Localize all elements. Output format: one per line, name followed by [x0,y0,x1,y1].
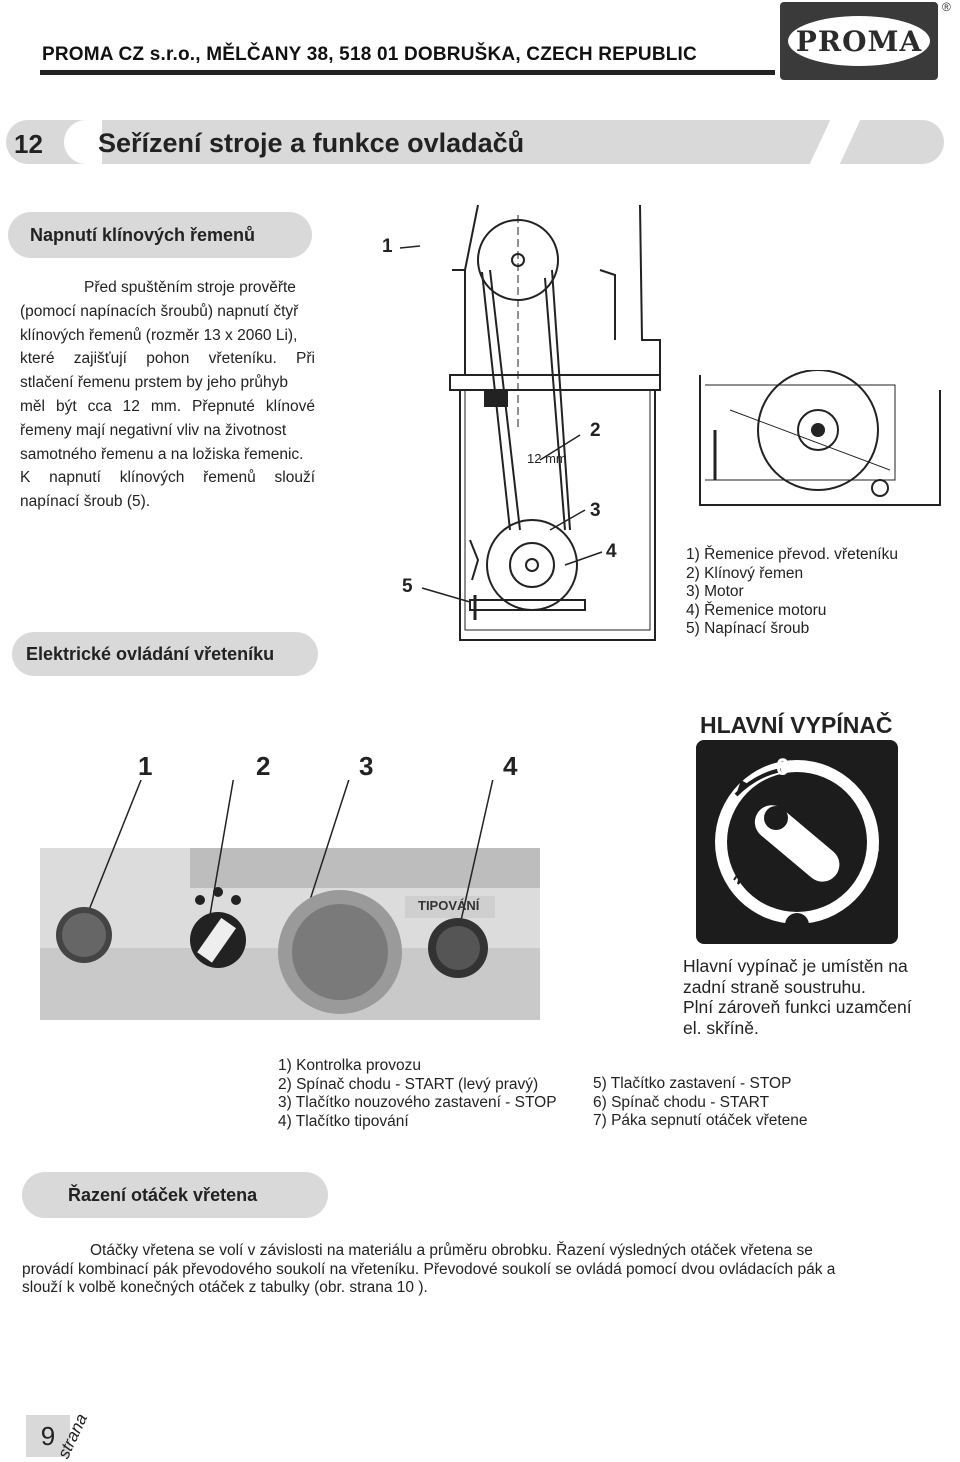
paragraph-line: které zajišťují pohon vřeteníku. Při [20,350,315,368]
section-heading-spindle-speed: Řazení otáček vřetena [22,1172,328,1218]
belt-tension-paragraph: Před spuštěním stroje prověřte (pomocí n… [20,276,315,514]
paragraph-line: Před spuštěním stroje prověřte [84,279,296,296]
legend-item: 3) Motor [686,583,744,600]
callout-2: 2 [590,420,601,441]
belt-figure-legend: 1) Řemenice převod. vřeteníku 2) Klínový… [686,546,898,639]
control-panel-photo [40,780,540,1020]
panel-callout-4: 4 [503,751,518,781]
section-heading-belt-tension: Napnutí klínových řemenů [8,212,312,258]
panel-jog-label: TIPOVÁNÍ [418,898,480,913]
panel-callout-1: 1 [138,751,153,781]
logo-text: PROMA [795,24,923,58]
callout-1: 1 [382,236,393,257]
legend-item: 4) Řemenice motoru [686,601,827,619]
header-rule [40,70,775,75]
controls-legend-right: 5) Tlačítko zastavení - STOP 6) Spínač c… [593,1075,808,1131]
main-switch-off-label: 0 [776,754,790,781]
paragraph-line: klínových řemenů (rozměr 13 x 2060 Li), [20,326,298,344]
paragraph-line: řemeny mají negativní vliv na životnost [20,421,287,439]
legend-item: 1) Řemenice převod. vřeteníku [686,546,898,563]
paragraph-line: napínací šroub (5). [20,493,151,511]
main-switch-on-label: 1 [866,830,880,857]
panel-callout-3: 3 [359,751,374,781]
paragraph-line: stlačení řemenu prstem by jeho průhyb [20,374,288,392]
chapter-bar-separator [64,120,102,164]
paragraph-line: Otáčky vřetena se volí v závislosti na m… [90,1242,813,1259]
legend-item: 7) Páka sepnutí otáček vřetene [593,1112,808,1129]
paragraph-line: slouží k volbě konečných otáček z tabulk… [22,1279,428,1296]
controls-legend-left: 1) Kontrolka provozu 2) Spínač chodu - S… [278,1057,557,1131]
legend-item: 1) Kontrolka provozu [278,1057,422,1074]
paragraph-line: měl být cca 12 mm. Přepnuté klínové [20,397,315,415]
legend-item: 2) Klínový řemen [686,564,804,582]
belt-drive-drawing [449,204,661,641]
main-switch-description: Hlavní vypínač je umístěn na zadní stran… [683,956,912,1038]
callout-5: 5 [402,576,413,597]
paragraph-line: provádí kombinací pák převodového soukol… [22,1260,836,1278]
paragraph-line: K napnutí klínových řemenů slouží [20,469,315,487]
legend-item: 6) Spínač chodu - START [593,1093,770,1111]
section-heading-text: Elektrické ovládání vřeteníku [26,643,275,664]
legend-item: 5) Napínací šroub [686,620,810,637]
registered-mark: ® [942,0,951,14]
description-line: zadní straně soustruhu. [683,976,866,997]
paragraph-line: samotného řemenu a na ložiska řemenic. [20,445,304,463]
legend-item: 5) Tlačítko zastavení - STOP [593,1075,792,1092]
deflection-measure-label: 12 mm [527,451,567,466]
page-number: 9 [26,1415,70,1457]
spindle-speed-paragraph: Otáčky vřetena se volí v závislosti na m… [22,1242,942,1298]
main-switch-drawing [696,740,898,944]
chapter-number: 12 [14,129,43,159]
description-line: el. skříně. [683,1017,759,1038]
pulley-side-drawing [699,370,941,506]
section-heading-text: Řazení otáček vřetena [68,1184,258,1205]
callout-3: 3 [590,500,601,521]
description-line: Plní zároveň funkci uzamčení [683,997,912,1017]
proma-logo: PROMA [780,2,938,80]
legend-item: 4) Tlačítko tipování [278,1112,409,1130]
legend-item: 3) Tlačítko nouzového zastavení - STOP [278,1094,557,1111]
callout-4: 4 [606,541,617,562]
paragraph-line: (pomocí napínacích šroubů) napnutí čtyř [20,302,299,320]
main-switch-title: HLAVNÍ VYPÍNAČ [700,712,893,738]
chapter-bar [6,120,944,164]
legend-item: 2) Spínač chodu - START (levý pravý) [278,1075,539,1093]
callout-leader-lines [399,245,603,603]
company-address: PROMA CZ s.r.o., MĚLČANY 38, 518 01 DOBR… [42,44,697,65]
section-heading-spindle-controls: Elektrické ovládání vřeteníku [12,632,318,676]
section-heading-text: Napnutí klínových řemenů [30,224,256,245]
description-line: Hlavní vypínač je umístěn na [683,956,908,976]
chapter-title: Seřízení stroje a funkce ovladačů [98,128,525,158]
panel-callout-2: 2 [256,751,271,781]
